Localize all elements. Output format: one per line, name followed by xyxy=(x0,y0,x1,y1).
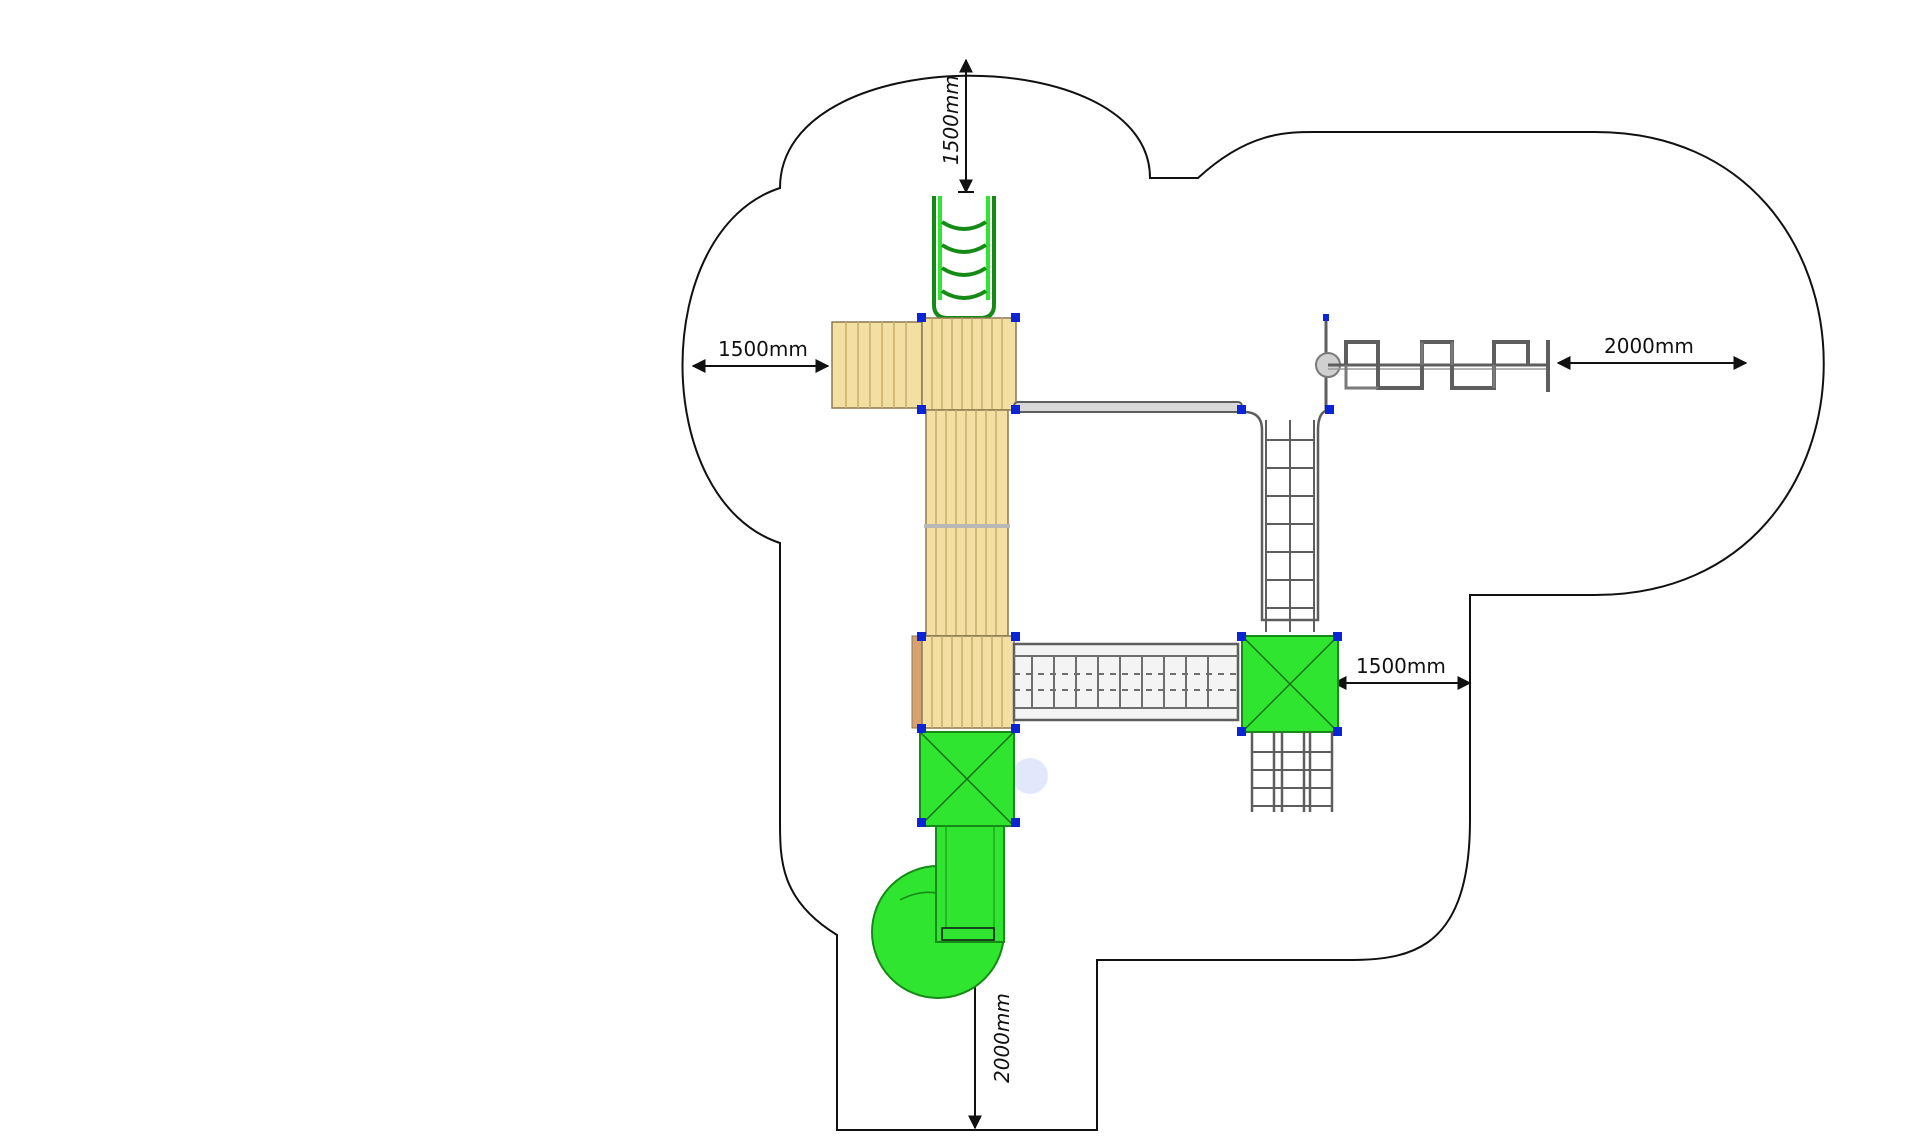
bottom-right-ladder xyxy=(1250,732,1334,812)
dimension-top-label: 1500mm xyxy=(939,75,963,165)
dimension-left-label: 1500mm xyxy=(718,337,808,361)
vertical-wood-walkway xyxy=(924,409,1010,637)
dimension-left: 1500mm xyxy=(691,337,830,373)
right-platform xyxy=(1241,635,1339,733)
lower-wood-deck xyxy=(911,635,1015,729)
metal-ladder-net xyxy=(1239,408,1331,632)
dimension-bottom-label: 2000mm xyxy=(990,993,1014,1083)
net-bridge xyxy=(1012,642,1240,722)
dimension-top: 1500mm xyxy=(939,58,974,194)
dimension-right-top-label: 2000mm xyxy=(1604,334,1694,358)
zigzag-climber xyxy=(1315,314,1550,410)
post-connectors xyxy=(917,313,1342,827)
dimension-right-middle: 1500mm xyxy=(1332,654,1472,690)
dimension-right-middle-label: 1500mm xyxy=(1356,654,1446,678)
upper-wood-deck xyxy=(831,317,1017,411)
dimension-right-top: 2000mm xyxy=(1556,334,1748,370)
spiral-slide xyxy=(871,825,1005,999)
lower-green-platform xyxy=(919,731,1048,827)
top-ladder xyxy=(932,196,996,320)
safety-zone-outline xyxy=(681,74,1825,1131)
rail-bridge xyxy=(1013,401,1243,413)
